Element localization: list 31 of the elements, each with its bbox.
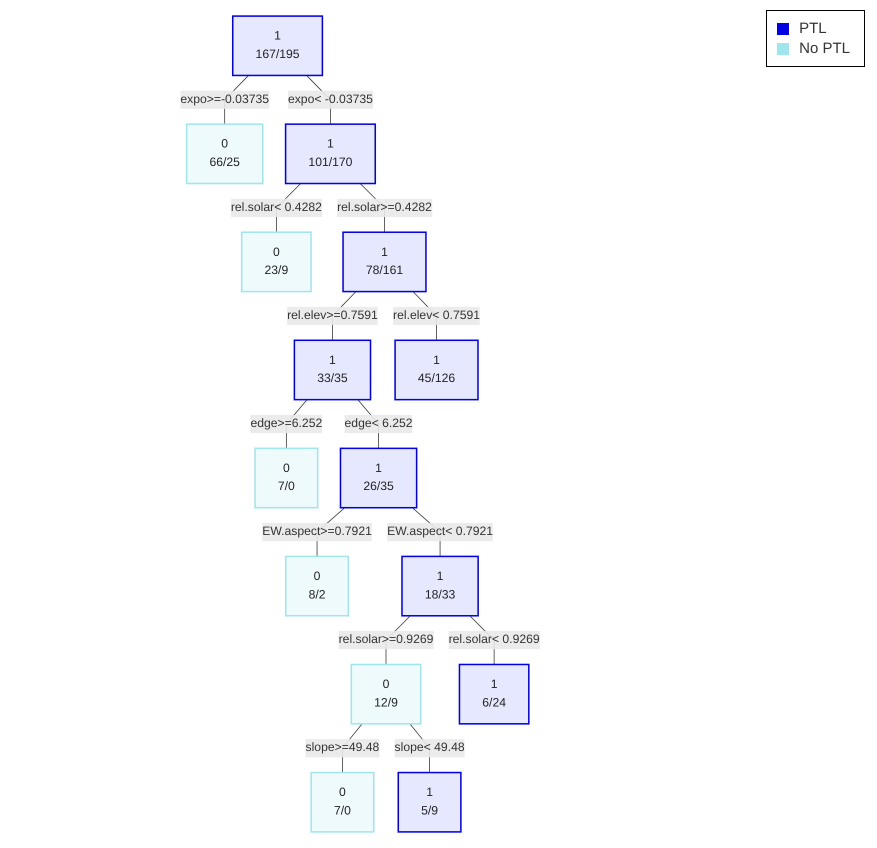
edge-label: rel.elev>=0.7591 xyxy=(287,309,378,322)
legend-label: No PTL xyxy=(799,40,850,57)
node-box: 1 6/24 xyxy=(458,664,530,725)
legend-label: PTL xyxy=(799,20,827,37)
edge-label: slope< 49.48 xyxy=(394,741,465,754)
edge-label: rel.solar< 0.4282 xyxy=(230,201,322,214)
edge-label: rel.solar>=0.9269 xyxy=(338,633,434,646)
node-box: 0 8/2 xyxy=(284,556,350,617)
node-box: 1 18/33 xyxy=(401,556,479,617)
node-box: 1 45/126 xyxy=(394,340,479,400)
node-box: 0 66/25 xyxy=(186,123,264,184)
node-box: 1 167/195 xyxy=(232,15,324,76)
node-box: 1 101/170 xyxy=(284,123,376,184)
node-box: 0 23/9 xyxy=(240,231,312,292)
edge-label: expo< -0.03735 xyxy=(288,92,373,106)
node-box: 0 7/0 xyxy=(254,448,318,508)
node-box: 0 7/0 xyxy=(310,772,374,833)
edge-label: rel.solar>=0.4282 xyxy=(337,201,432,214)
edge-label: edge< 6.252 xyxy=(344,417,413,430)
edge-label: rel.elev< 0.7591 xyxy=(393,309,480,322)
edge-label: EW.aspect>=0.7921 xyxy=(262,525,372,538)
node-box: 1 26/35 xyxy=(340,448,418,508)
edge-label: EW.aspect< 0.7921 xyxy=(387,525,494,538)
node-box: 1 78/161 xyxy=(342,231,427,292)
edge-label: edge>=6.252 xyxy=(250,417,322,430)
edge-label: expo>=-0.03735 xyxy=(180,92,270,106)
node-box: 0 12/9 xyxy=(350,664,422,725)
edge-label: rel.solar< 0.9269 xyxy=(448,633,540,646)
node-box: 1 5/9 xyxy=(398,772,462,833)
edge-label: slope>=49.48 xyxy=(306,741,380,754)
node-box: 1 33/35 xyxy=(294,340,372,400)
